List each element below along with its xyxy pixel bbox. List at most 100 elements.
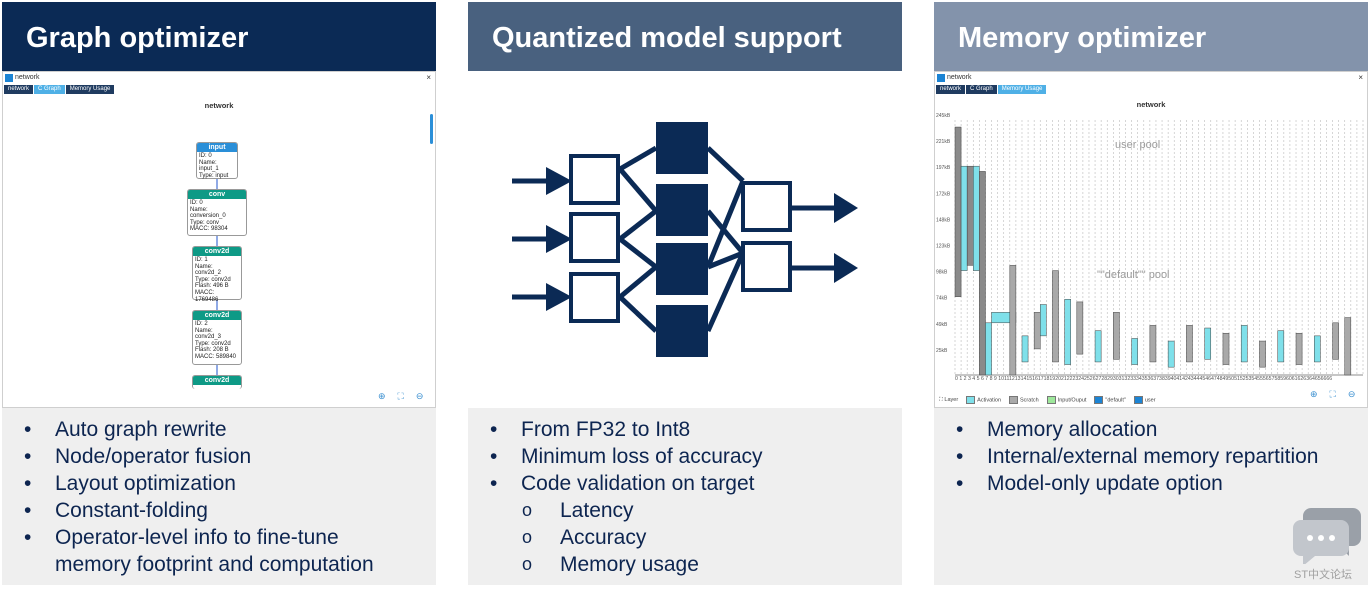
memory-block: [1186, 325, 1193, 363]
graph-node-conv2d-1[interactable]: conv2d ID: 1 Name: conv2d_2 Type: conv2d…: [192, 246, 242, 303]
vertical-scrollbar[interactable]: [430, 114, 433, 144]
bullet-list: •From FP32 to Int8 •Minimum loss of accu…: [468, 408, 902, 585]
legend-item[interactable]: "default": [1094, 396, 1126, 404]
graph-name: network: [1136, 100, 1166, 109]
tab-memory-usage[interactable]: Memory Usage: [997, 85, 1047, 94]
graph-node-conv2d-2[interactable]: conv2d ID: 2 Name: conv2d_3 Type: conv2d…: [192, 310, 242, 365]
graph-node-conv[interactable]: conv ID: 0 Name: conversion_0 Type: conv…: [187, 189, 247, 236]
zoom-out-icon[interactable]: ⊖: [1347, 389, 1356, 399]
memory-block: [979, 171, 986, 376]
app-icon: [937, 74, 945, 82]
window-tabs: network C Graph Memory Usage: [4, 85, 115, 94]
app-icon: [5, 74, 13, 82]
node-line: ID: 2: [195, 321, 208, 327]
tab-c-graph[interactable]: C Graph: [34, 85, 65, 94]
chart-legend: ⛶ Layer Activation Scratch Input/Ouput "…: [939, 396, 1156, 404]
fit-icon[interactable]: ⛶: [1329, 389, 1336, 399]
bullet-item: •Operator-level info to fine-tune: [24, 526, 339, 549]
node-header: conv2d: [193, 376, 241, 385]
y-tick-label: 197kB: [936, 165, 951, 171]
graph-window: network × network C Graph Memory Usage n…: [2, 71, 436, 408]
memory-block: [1033, 312, 1041, 350]
bullet-item: •Auto graph rewrite: [24, 418, 227, 441]
node-line: ID: 0: [190, 200, 203, 206]
pool-label-user: user pool: [1115, 139, 1161, 151]
panel-quantized-model: Quantized model support: [468, 0, 902, 589]
close-icon[interactable]: ×: [426, 73, 431, 82]
node-line: Name: conversion_0: [190, 206, 226, 220]
bullet-item: •Internal/external memory repartition: [956, 445, 1319, 468]
legend-item[interactable]: ⛶ Layer: [939, 396, 959, 403]
legend-item[interactable]: Activation: [966, 396, 1001, 404]
tab-memory-usage[interactable]: Memory Usage: [65, 85, 115, 94]
memory-block: [1131, 338, 1138, 365]
tab-c-graph[interactable]: C Graph: [966, 85, 997, 94]
memory-block: [973, 165, 980, 271]
bullet-item: •Code validation on target: [490, 472, 755, 495]
node-header: conv: [188, 190, 246, 199]
node-line: Type: input: [199, 172, 229, 179]
node-header: conv2d: [193, 311, 241, 320]
memory-block: [1314, 335, 1321, 363]
legend-item[interactable]: Input/Ouput: [1046, 396, 1086, 404]
bullet-item: •Node/operator fusion: [24, 445, 252, 468]
neural-network-diagram: [512, 122, 858, 357]
bullet-item: •Model-only update option: [956, 472, 1223, 495]
legend-item[interactable]: user: [1133, 396, 1156, 404]
zoom-in-icon[interactable]: ⊕: [1310, 389, 1318, 399]
panel-title: Memory optimizer: [934, 2, 1368, 71]
panel-graph-optimizer: Graph optimizer network × network C Grap…: [2, 0, 436, 589]
memory-block: [1204, 327, 1212, 360]
node-line: Type: conv2d: [195, 340, 231, 347]
graph-node-conv2d-3[interactable]: conv2d: [192, 375, 242, 389]
legend-item[interactable]: Scratch: [1009, 396, 1039, 404]
bullet-item: •Constant-folding: [24, 499, 208, 522]
memory-block: [1094, 330, 1102, 363]
close-icon[interactable]: ×: [1358, 73, 1363, 82]
tab-network[interactable]: network: [936, 85, 966, 94]
window-tabs: network C Graph Memory Usage: [936, 85, 1047, 94]
memory-block: [1295, 332, 1303, 365]
memory-block: [985, 322, 992, 376]
panel-title: Graph optimizer: [2, 2, 436, 71]
graph-edges: [216, 179, 218, 375]
memory-block: [954, 126, 962, 297]
node-line: Type: conv2d: [195, 276, 231, 283]
memory-block: [1167, 340, 1175, 368]
node-header: input: [197, 143, 237, 152]
node-line: Name: conv2d_3: [195, 327, 222, 341]
memory-block: [1277, 330, 1285, 363]
node-line: MACC: 1769486: [195, 289, 219, 303]
memory-block: [1064, 299, 1071, 365]
watermark-text: ST中文论坛: [1294, 569, 1353, 581]
tab-network[interactable]: network: [4, 85, 34, 94]
panel-memory-optimizer: Memory optimizer network × network C Gra…: [934, 0, 1368, 589]
memory-usage-chart: 245kB221kB197kB172kB148kB123kB98kB74kB49…: [936, 113, 1364, 376]
bullet-item: •Layout optimization: [24, 472, 236, 495]
memory-window: network × network C Graph Memory Usage n…: [934, 71, 1368, 408]
memory-block: [1040, 304, 1047, 337]
node-line: Flash: 208 B: [195, 347, 229, 354]
memory-block: [1240, 325, 1248, 363]
bullet-list: •Memory allocation •Internal/external me…: [934, 408, 1368, 585]
bullet-list: •Auto graph rewrite •Node/operator fusio…: [2, 408, 436, 585]
memory-block: [960, 165, 968, 271]
zoom-out-icon[interactable]: ⊖: [415, 391, 424, 401]
pool-label-default: ""default"" pool: [1097, 269, 1170, 281]
zoom-in-icon[interactable]: ⊕: [378, 391, 386, 401]
y-tick-label: 49kB: [936, 322, 948, 328]
window-titlebar: network ×: [3, 72, 435, 84]
memory-block: [1222, 332, 1230, 365]
y-tick-label: 25kB: [936, 348, 948, 354]
x-axis-ticks: 0 1 2 3 4 5 6 7 8 9 10111213141516171819…: [955, 376, 1333, 382]
memory-block: [1052, 270, 1059, 363]
node-line: Type: conv: [190, 219, 220, 226]
graph-node-input[interactable]: input ID: 0 Name: input_1 Type: input: [196, 142, 238, 179]
fit-icon[interactable]: ⛶: [397, 391, 404, 401]
node-line: ID: 0: [199, 153, 212, 159]
y-tick-label: 221kB: [936, 139, 951, 145]
memory-block: [1344, 317, 1352, 376]
